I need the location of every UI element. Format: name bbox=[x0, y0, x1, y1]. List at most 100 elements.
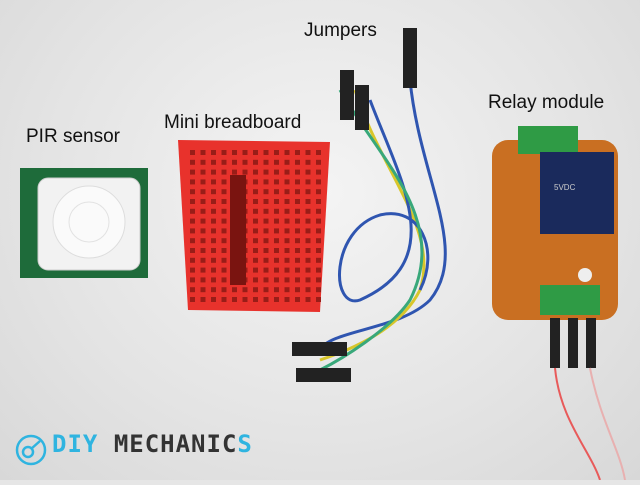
breadboard-hole bbox=[221, 189, 227, 195]
breadboard-hole bbox=[190, 257, 195, 263]
breadboard-hole bbox=[316, 179, 321, 185]
breadboard-hole bbox=[211, 179, 216, 185]
breadboard-hole bbox=[232, 150, 237, 155]
breadboard-hole bbox=[284, 218, 290, 224]
breadboard-hole bbox=[253, 208, 258, 214]
breadboard-hole bbox=[253, 218, 258, 224]
breadboard-hole bbox=[200, 228, 206, 234]
breadboard-hole bbox=[295, 297, 300, 302]
logo-mechanics: MECHANIC bbox=[113, 430, 238, 458]
breadboard-hole bbox=[316, 277, 321, 283]
breadboard-hole bbox=[316, 199, 321, 204]
breadboard-hole bbox=[253, 238, 258, 244]
breadboard-hole bbox=[305, 199, 311, 204]
breadboard-hole bbox=[274, 150, 279, 155]
breadboard-hole bbox=[253, 189, 258, 195]
breadboard-hole bbox=[211, 189, 216, 195]
breadboard-hole bbox=[316, 150, 321, 155]
breadboard-hole bbox=[211, 169, 216, 175]
diy-mechanics-logo: DIY MECHANICS bbox=[52, 430, 253, 458]
breadboard-hole bbox=[284, 297, 290, 302]
breadboard-hole bbox=[284, 257, 290, 263]
breadboard-hole bbox=[190, 267, 195, 273]
breadboard-hole bbox=[200, 287, 206, 293]
breadboard-hole bbox=[190, 287, 195, 293]
breadboard-hole bbox=[263, 248, 269, 253]
breadboard-hole bbox=[221, 208, 227, 214]
breadboard-hole bbox=[211, 199, 216, 204]
breadboard-hole bbox=[221, 228, 227, 234]
breadboard-hole bbox=[200, 159, 206, 165]
breadboard-hole bbox=[295, 159, 300, 165]
breadboard-hole bbox=[295, 257, 300, 263]
relay-component bbox=[540, 152, 614, 234]
breadboard-hole bbox=[274, 218, 279, 224]
breadboard-hole bbox=[274, 179, 279, 185]
breadboard-hole bbox=[200, 257, 206, 263]
breadboard-hole bbox=[211, 228, 216, 234]
logo-s: S bbox=[237, 430, 253, 458]
jumper-wire-green bbox=[319, 89, 424, 372]
breadboard-hole bbox=[274, 297, 279, 302]
mini-breadboard bbox=[178, 140, 330, 312]
breadboard-hole bbox=[263, 238, 269, 244]
breadboard-hole bbox=[242, 287, 248, 293]
breadboard-hole bbox=[242, 169, 248, 175]
breadboard-hole bbox=[221, 199, 227, 204]
breadboard-hole bbox=[211, 150, 216, 155]
breadboard-hole bbox=[305, 169, 311, 175]
breadboard-hole bbox=[274, 257, 279, 263]
breadboard-hole bbox=[295, 150, 300, 155]
breadboard-hole bbox=[200, 199, 206, 204]
breadboard-hole bbox=[221, 218, 227, 224]
breadboard-hole bbox=[295, 248, 300, 253]
breadboard-hole bbox=[253, 179, 258, 185]
breadboard-hole bbox=[284, 228, 290, 234]
breadboard-hole bbox=[211, 287, 216, 293]
breadboard-hole bbox=[305, 287, 311, 293]
breadboard-hole bbox=[263, 199, 269, 204]
breadboard-hole bbox=[190, 199, 195, 204]
breadboard-hole bbox=[190, 248, 195, 253]
breadboard-hole bbox=[316, 169, 321, 175]
breadboard-hole bbox=[284, 169, 290, 175]
breadboard-hole bbox=[295, 199, 300, 204]
breadboard-hole bbox=[295, 238, 300, 244]
breadboard-hole bbox=[253, 248, 258, 253]
breadboard-hole bbox=[190, 208, 195, 214]
jumper-pin bbox=[292, 342, 347, 356]
breadboard-hole bbox=[263, 169, 269, 175]
breadboard-hole bbox=[274, 208, 279, 214]
breadboard-hole bbox=[200, 169, 206, 175]
breadboard-hole bbox=[316, 189, 321, 195]
breadboard-hole bbox=[190, 179, 195, 185]
breadboard-hole bbox=[305, 277, 311, 283]
breadboard-hole bbox=[190, 297, 195, 302]
breadboard-hole bbox=[316, 238, 321, 244]
breadboard-hole bbox=[305, 179, 311, 185]
breadboard-hole bbox=[263, 189, 269, 195]
breadboard-hole bbox=[305, 248, 311, 253]
logo-diy: DIY bbox=[52, 430, 99, 458]
breadboard-hole bbox=[200, 238, 206, 244]
breadboard-hole bbox=[253, 228, 258, 234]
breadboard-hole bbox=[295, 189, 300, 195]
breadboard-hole bbox=[263, 208, 269, 214]
jumper-wire-yellow bbox=[319, 89, 426, 362]
label-jumpers: Jumpers bbox=[304, 20, 377, 41]
breadboard-hole bbox=[211, 277, 216, 283]
breadboard-hole bbox=[305, 150, 311, 155]
breadboard-hole bbox=[263, 297, 269, 302]
breadboard-hole bbox=[253, 267, 258, 273]
breadboard-hole bbox=[305, 228, 311, 234]
breadboard-hole bbox=[253, 287, 258, 293]
breadboard-hole bbox=[263, 179, 269, 185]
breadboard-hole bbox=[221, 287, 227, 293]
breadboard-hole bbox=[274, 277, 279, 283]
breadboard-hole bbox=[211, 267, 216, 273]
breadboard-hole bbox=[274, 228, 279, 234]
jumper-pin bbox=[296, 368, 351, 382]
breadboard-hole bbox=[263, 159, 269, 165]
